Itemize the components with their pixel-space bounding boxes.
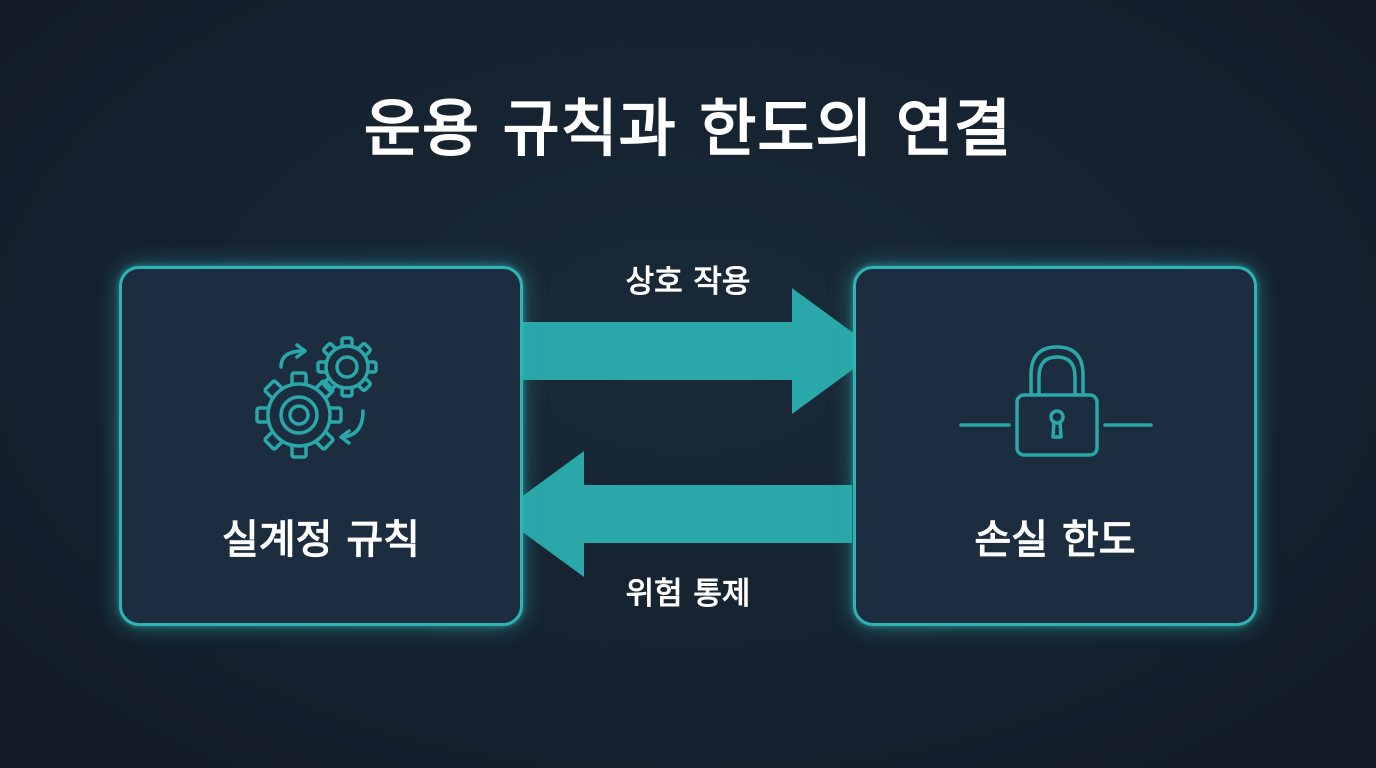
arrow-left-to-right: [522, 288, 878, 414]
node-label-live-account-rules: 실계정 규칙: [222, 517, 420, 563]
node-live-account-rules: 실계정 규칙: [119, 266, 523, 626]
node-label-loss-limit: 손실 한도: [974, 517, 1136, 563]
padlock-icon: [856, 341, 1254, 461]
node-loss-limit: 손실 한도: [853, 266, 1257, 626]
diagram-title: 운용 규칙과 한도의 연결: [363, 92, 1013, 165]
gears-cycle-icon: [122, 331, 520, 471]
edge-label-top: 상호 작용: [625, 264, 751, 300]
edge-label-bottom: 위험 통제: [625, 576, 751, 612]
arrow-right-to-left: [498, 451, 852, 577]
